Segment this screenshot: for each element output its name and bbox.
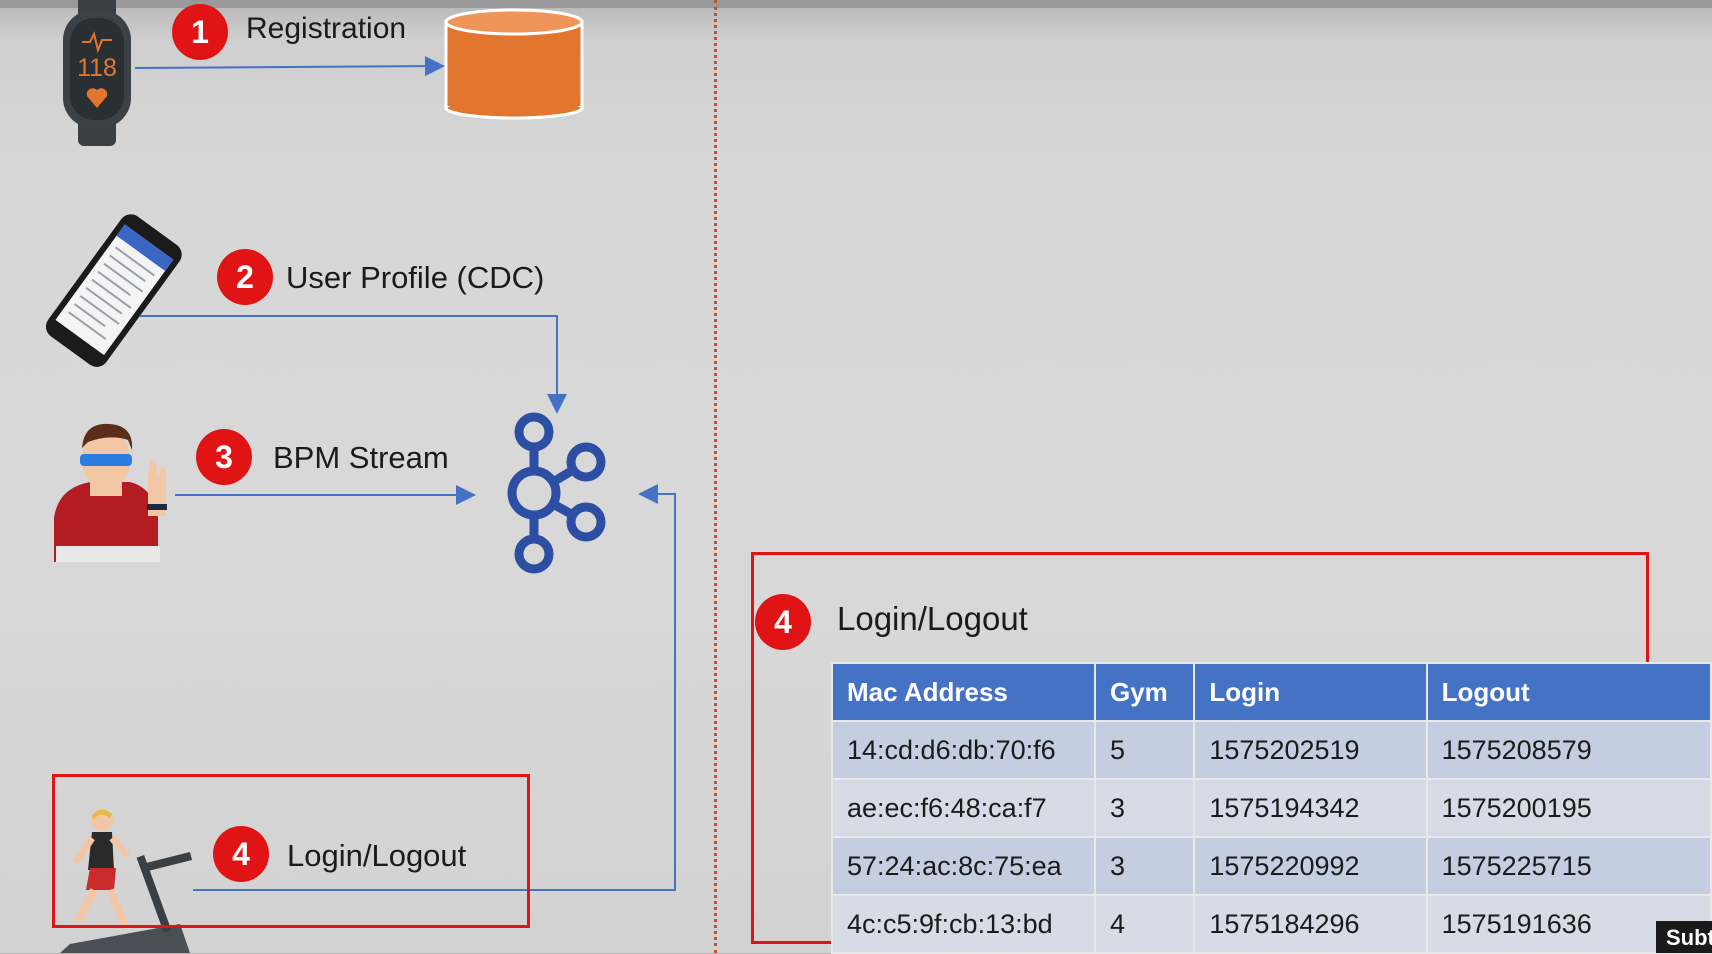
column-header-logout: Logout (1425, 662, 1712, 722)
cell-gym: 5 (1093, 720, 1196, 780)
cell-mac: 4c:c5:9f:cb:13:bd (831, 894, 1096, 954)
column-header-gym: Gym (1093, 662, 1196, 722)
cell-logout: 1575225715 (1425, 836, 1712, 896)
cell-gym: 3 (1093, 778, 1196, 838)
table-row: ae:ec:f6:48:ca:f7 3 1575194342 157520019… (831, 778, 1712, 838)
column-header-mac: Mac Address (831, 662, 1096, 722)
login-logout-highlight-left (52, 774, 530, 928)
flow-arrows (134, 56, 676, 891)
treadmill-runner-icon (60, 809, 192, 953)
cell-logout: 1575200195 (1425, 778, 1712, 838)
cell-gym: 3 (1093, 836, 1196, 896)
cell-logout: 1575208579 (1425, 720, 1712, 780)
user-avatar-icon (54, 423, 167, 562)
cell-login: 1575184296 (1193, 894, 1428, 954)
cell-mac: 14:cd:d6:db:70:f6 (831, 720, 1096, 780)
step-1-label: Registration (246, 12, 407, 45)
cell-gym: 4 (1093, 894, 1196, 954)
step-4-label: Login/Logout (287, 838, 467, 873)
cell-mac: ae:ec:f6:48:ca:f7 (831, 778, 1096, 838)
step-1-badge: 1 (172, 4, 228, 60)
table-row: 57:24:ac:8c:75:ea 3 1575220992 157522571… (831, 836, 1712, 896)
step-4-badge: 4 (213, 826, 269, 882)
table-row: 14:cd:d6:db:70:f6 5 1575202519 157520857… (831, 720, 1712, 780)
smartwatch-icon: 118 (63, 0, 131, 146)
subtitles-button[interactable]: Subt (1656, 921, 1712, 953)
video-title-strip (0, 0, 1712, 8)
watch-reading: 118 (77, 54, 117, 82)
arrow-login-logout (193, 484, 676, 891)
cell-mac: 57:24:ac:8c:75:ea (831, 836, 1096, 896)
table-row: 4c:c5:9f:cb:13:bd 4 1575184296 157519163… (831, 894, 1712, 954)
arrow-registration (134, 56, 445, 77)
database-icon (444, 8, 584, 120)
table-header-row: Mac Address Gym Login Logout (831, 662, 1712, 722)
detail-title: Login/Logout (837, 600, 1028, 637)
section-divider (714, 0, 717, 953)
kafka-icon (507, 412, 606, 574)
cell-login: 1575220992 (1193, 836, 1428, 896)
step-3-label: BPM Stream (273, 440, 449, 475)
smartphone-icon (45, 214, 182, 367)
column-header-login: Login (1193, 662, 1428, 722)
login-logout-table: Mac Address Gym Login Logout 14:cd:d6:db… (831, 662, 1712, 954)
step-2-badge: 2 (217, 249, 273, 305)
step-2-label: User Profile (CDC) (286, 260, 545, 295)
cell-login: 1575194342 (1193, 778, 1428, 838)
arrow-user-profile (140, 315, 567, 414)
detail-step-badge: 4 (755, 594, 811, 650)
step-3-badge: 3 (196, 429, 252, 485)
cell-login: 1575202519 (1193, 720, 1428, 780)
